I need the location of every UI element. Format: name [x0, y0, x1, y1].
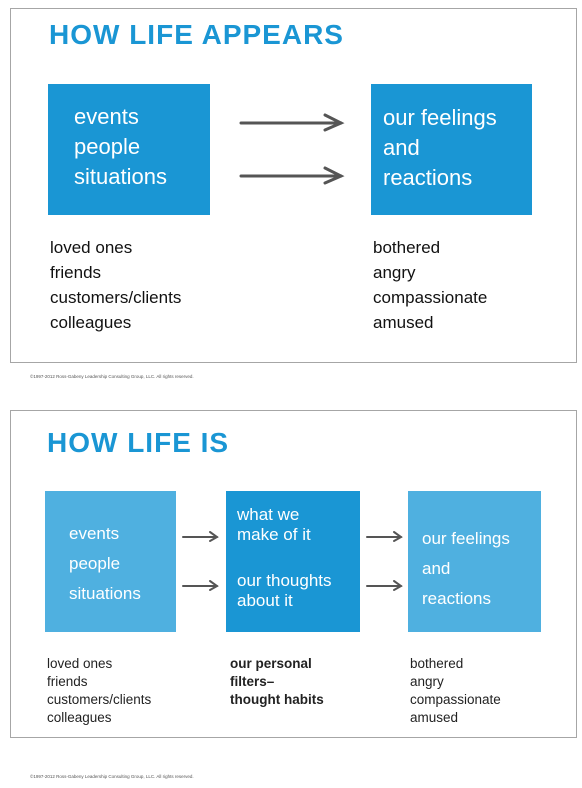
list-item: customers/clients [50, 288, 182, 307]
feelings-box: our feelings and reactions [371, 84, 532, 215]
box-line: what we [237, 505, 300, 524]
list-item: thought habits [230, 692, 324, 707]
box-line: and [422, 559, 451, 578]
copyright-notice: ©1997-2012 Ross-Gabeny Leadership Consul… [30, 774, 194, 779]
list-item: our personal [230, 656, 312, 671]
box-line: our feelings [383, 105, 497, 130]
arrow-icon [366, 580, 403, 591]
list-item: filters– [230, 674, 275, 689]
people-list: loved ones friends customers/clients col… [50, 235, 181, 335]
list-item: loved ones [47, 656, 113, 671]
box-line: events [74, 104, 139, 129]
arrow-icon [239, 166, 345, 185]
list-item: compassionate [410, 692, 501, 707]
list-item: colleagues [50, 313, 132, 332]
how-life-is-panel: HOW LIFE IS events people situations wha… [10, 410, 577, 738]
arrow-icon [182, 531, 219, 542]
arrow-icon [239, 113, 345, 132]
arrow-icon [182, 580, 219, 591]
list-item: friends [50, 263, 102, 282]
people-list: loved ones friends customers/clients col… [47, 655, 151, 727]
box-line: our thoughts [237, 571, 332, 590]
reactions-list: bothered angry compassionate amused [373, 235, 487, 335]
list-item: amused [410, 710, 459, 725]
arrows-group [182, 531, 403, 591]
list-item: angry [373, 263, 416, 282]
box-line: situations [69, 584, 141, 603]
list-item: amused [373, 313, 434, 332]
box-line: reactions [422, 589, 491, 608]
box-line: people [69, 554, 121, 573]
box-line: reactions [383, 165, 473, 190]
box-line: our feelings [422, 529, 510, 548]
events-box: events people situations [45, 491, 176, 632]
thoughts-box: what we make of it our thoughts about it [226, 491, 360, 632]
list-item: angry [410, 674, 444, 689]
box-line: about it [237, 591, 293, 610]
panel-title: HOW LIFE APPEARS [49, 19, 344, 50]
list-item: compassionate [373, 288, 488, 307]
list-item: customers/clients [47, 692, 152, 707]
copyright-notice: ©1997-2012 Ross-Gabeny Leadership Consul… [30, 374, 194, 379]
box-line: and [383, 135, 420, 160]
box-line: people [74, 134, 141, 159]
list-item: colleagues [47, 710, 112, 725]
box-line: situations [74, 164, 167, 189]
how-life-appears-panel: HOW LIFE APPEARS events people situation… [10, 8, 577, 363]
feelings-box: our feelings and reactions [408, 491, 541, 632]
arrow-icon [366, 531, 403, 542]
list-item: bothered [373, 238, 441, 257]
panel-title: HOW LIFE IS [47, 427, 230, 458]
list-item: loved ones [50, 238, 133, 257]
list-item: bothered [410, 656, 464, 671]
box-line: events [69, 524, 120, 543]
events-box: events people situations [48, 84, 210, 215]
filters-list: our personal filters– thought habits [230, 655, 324, 709]
arrows-group [239, 113, 345, 185]
box-line: make of it [237, 525, 311, 544]
reactions-list: bothered angry compassionate amused [410, 655, 501, 727]
list-item: friends [47, 674, 88, 689]
